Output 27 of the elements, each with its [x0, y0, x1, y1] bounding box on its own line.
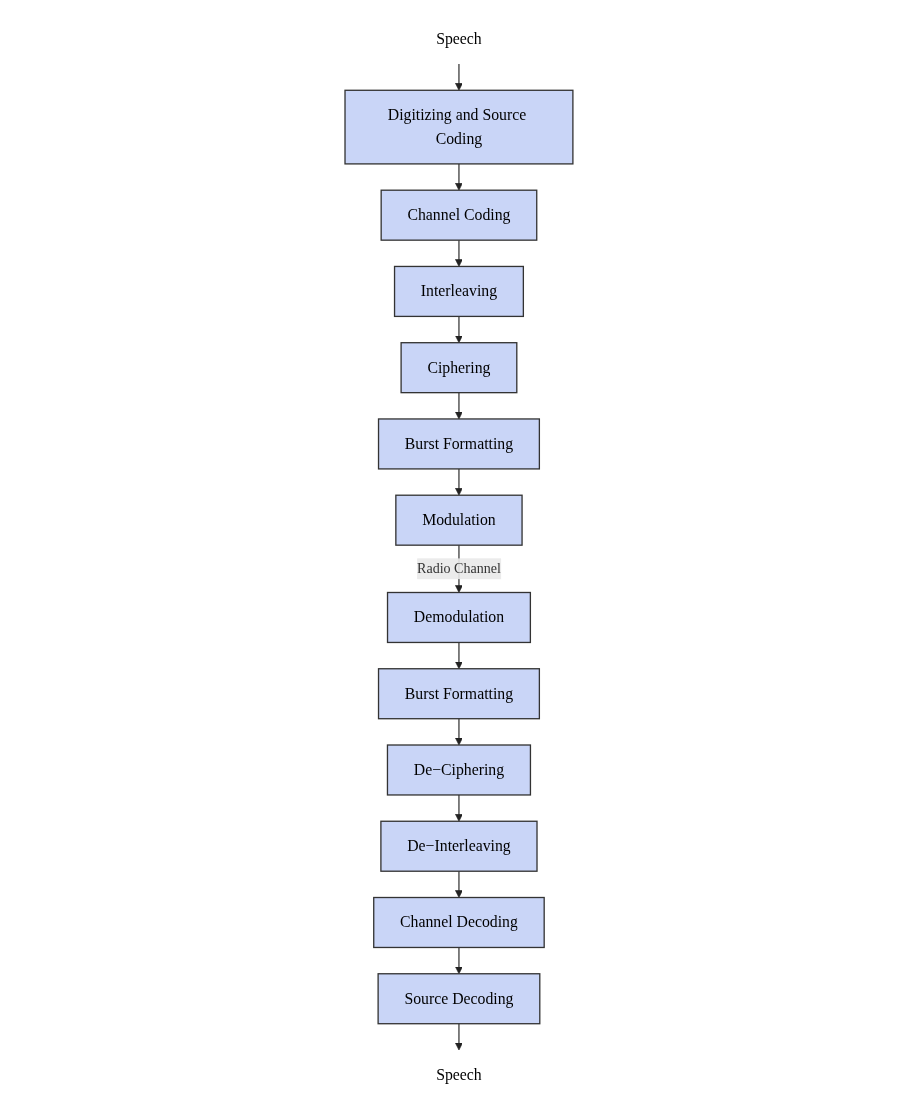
node-box: Burst Formatting [377, 668, 540, 720]
arrow [454, 239, 463, 267]
arrow [454, 1023, 463, 1051]
node-box: Ciphering [400, 342, 517, 394]
arrow [454, 870, 463, 898]
node-box: Channel Decoding [372, 896, 545, 949]
arrow [454, 641, 463, 670]
node-box: Demodulation [386, 591, 531, 644]
arrow [454, 392, 463, 420]
node-box: Burst Formatting [377, 418, 540, 470]
arrow [454, 468, 463, 496]
node-box: Interleaving [393, 265, 524, 318]
arrow [454, 718, 463, 746]
node-box: De−Interleaving [379, 820, 538, 872]
node-text: Speech [435, 29, 482, 48]
arrow [454, 163, 463, 191]
node-box: Modulation [394, 494, 523, 546]
node-box: De−Ciphering [386, 744, 531, 796]
arrow [454, 946, 463, 975]
arrow [454, 794, 463, 822]
node-box: Source Decoding [377, 973, 540, 1025]
node-box: Digitizing and Source Coding [343, 89, 574, 165]
arrow [454, 63, 463, 91]
edge-label: Radio Channel [416, 560, 501, 576]
arrow [454, 315, 463, 344]
node-box: Channel Coding [380, 189, 537, 241]
node-text: Speech [435, 1065, 482, 1084]
